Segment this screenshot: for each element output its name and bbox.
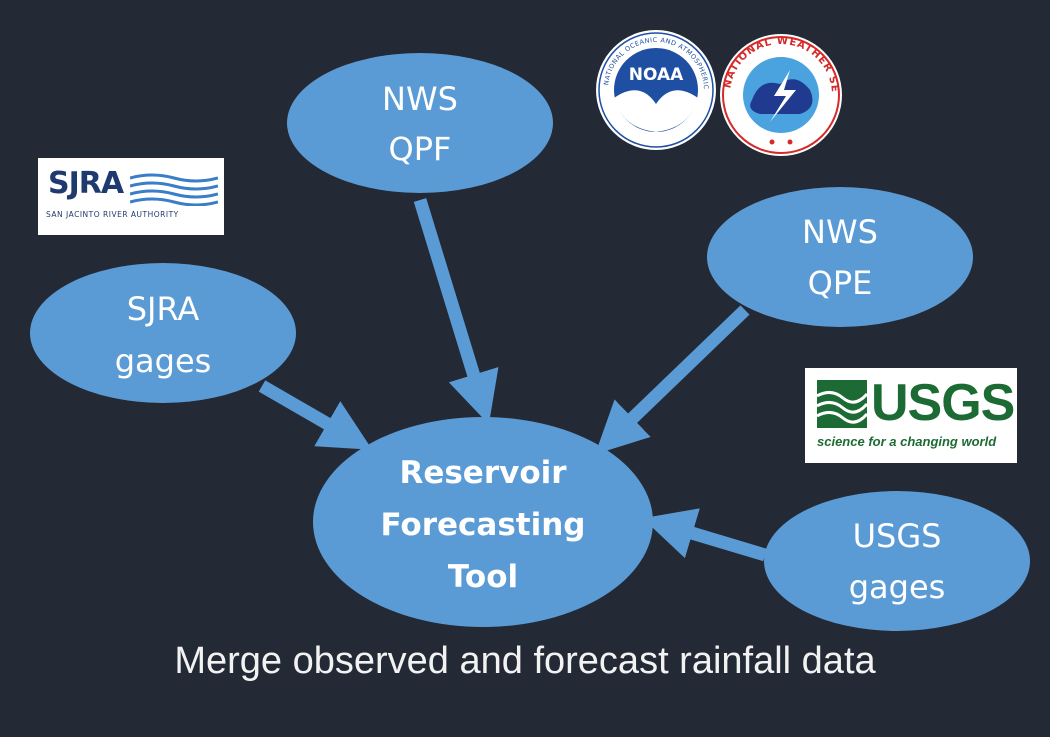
node-sjra-gages-line2: gages [115,342,212,380]
diagram-caption: Merge observed and forecast rainfall dat… [174,640,876,682]
node-usgs-gages-line2: gages [849,568,946,606]
node-nws-qpe-line1: NWS [802,213,878,251]
usgs-wave-icon [817,380,867,428]
arrow-sjra-to-tool [258,380,373,450]
usgs-logo-tagline: science for a changing world [817,434,997,449]
usgs-logo-text: USGS [871,374,1015,432]
sjra-logo-subtitle: SAN JACINTO RIVER AUTHORITY [46,210,179,219]
node-nws-qpf: NWS QPF [287,53,553,193]
node-sjra-gages-line1: SJRA [127,290,200,328]
sjra-wave-icon [130,173,218,206]
arrow-qpf-to-tool [413,198,499,425]
usgs-logo: USGS science for a changing world [805,368,1017,463]
node-center-line3: Tool [448,559,518,595]
arrow-qpe-to-tool [595,305,750,455]
node-nws-qpf-line1: NWS [382,80,458,118]
node-nws-qpe-line2: QPE [808,264,873,302]
sjra-logo: SJRA SAN JACINTO RIVER AUTHORITY [38,158,224,235]
node-center-line2: Forecasting [381,507,586,543]
node-reservoir-forecasting-tool: Reservoir Forecasting Tool [313,417,653,627]
sjra-logo-text: SJRA [48,166,124,201]
node-center-line1: Reservoir [399,455,567,491]
node-nws-qpf-line2: QPF [389,130,452,168]
node-usgs-gages-line1: USGS [853,517,942,555]
arrow-usgs-to-tool [642,508,767,562]
node-sjra-gages: SJRA gages [30,263,296,403]
node-nws-qpe: NWS QPE [707,187,973,327]
node-usgs-gages: USGS gages [764,491,1030,631]
noaa-logo-text: NOAA [629,65,684,85]
